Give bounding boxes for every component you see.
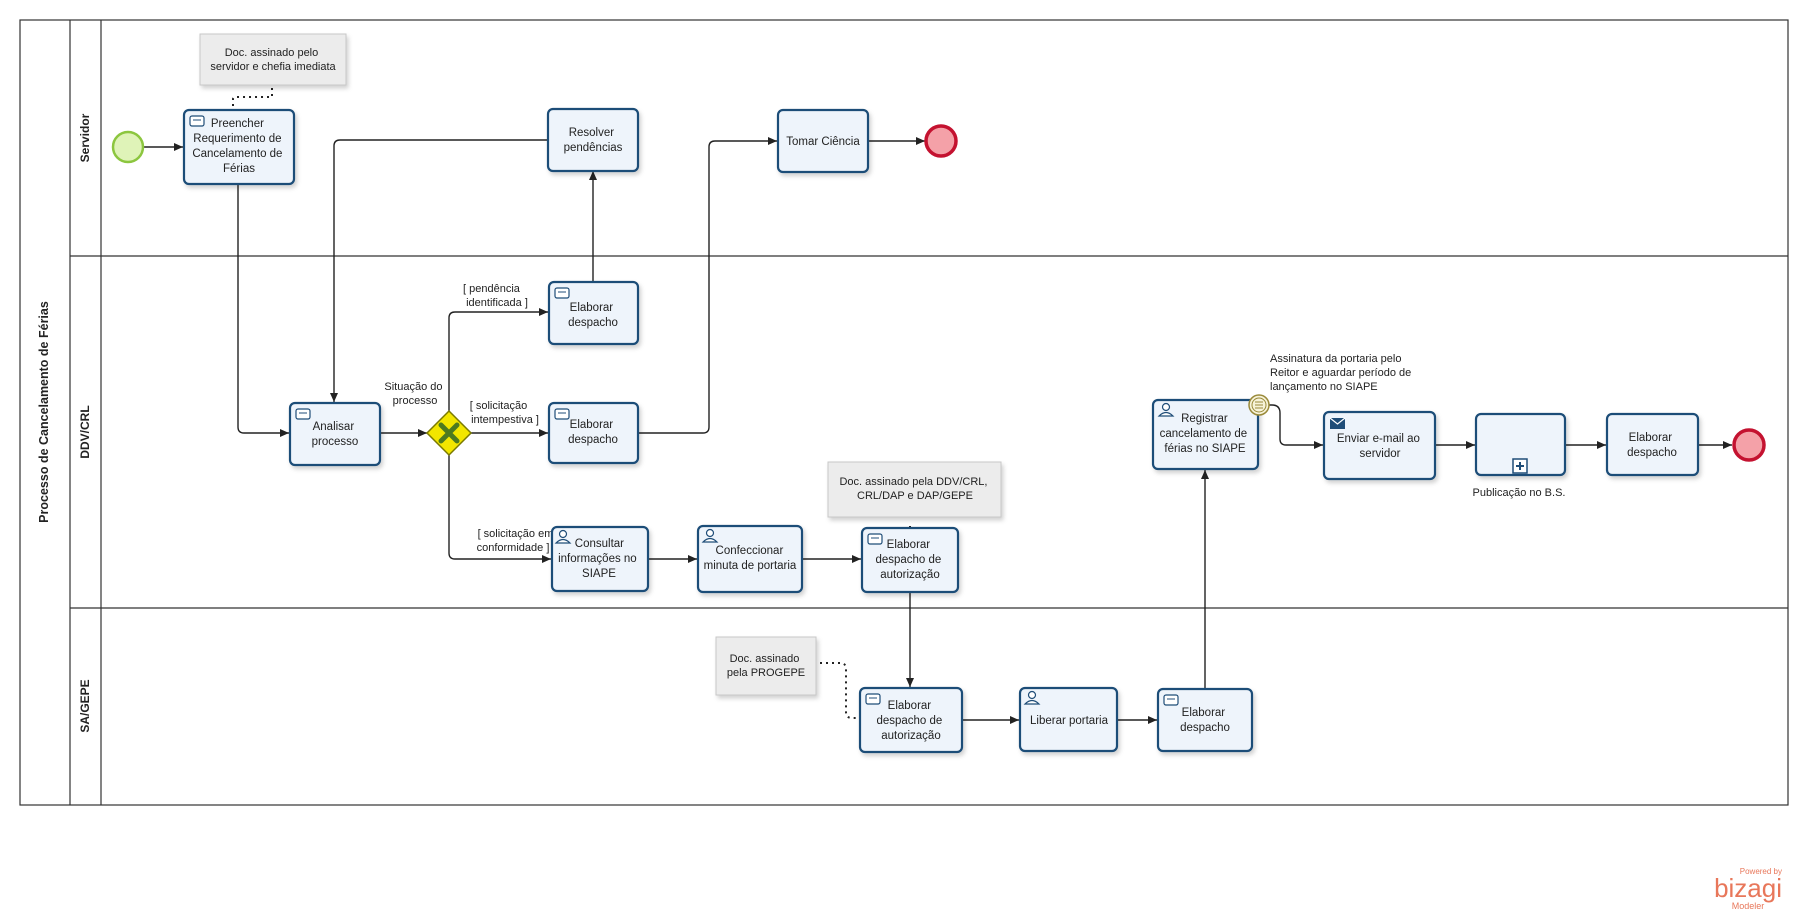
task-preencher[interactable]: Preencher Requerimento de Cancelamento d… bbox=[182, 108, 296, 186]
condition-pendencia: [ pendência identificada ] bbox=[463, 283, 528, 309]
svg-text:Modeler: Modeler bbox=[1732, 901, 1765, 911]
expand-plus-icon bbox=[1512, 458, 1528, 474]
flow-timer-enviar bbox=[1264, 404, 1323, 449]
lane-label-ddv: DDV/CRL bbox=[78, 405, 92, 458]
envelope-icon bbox=[1329, 417, 1346, 429]
user-task-icon bbox=[554, 529, 572, 544]
manual-task-icon bbox=[1163, 694, 1179, 706]
svg-text:Elaborar despacho de: Elaborar despacho de autorização bbox=[876, 700, 945, 742]
flow-gateway-elab1 bbox=[448, 308, 548, 411]
svg-text:Doc. assinado pela PROGE: Doc. assinado pela PROGEPE bbox=[727, 653, 805, 679]
flow-elab2-tomar bbox=[638, 137, 777, 434]
svg-text:Elaborar despacho: Elaborar despacho bbox=[1180, 707, 1230, 734]
svg-text:bizagi: bizagi bbox=[1714, 873, 1782, 903]
svg-text:Preencher Requerimento d: Preencher Requerimento de Cancelamento d… bbox=[192, 118, 285, 175]
condition-conformidade: [ solicitação em conformidade ] bbox=[477, 528, 557, 554]
gateway-label: Situação do processo bbox=[384, 381, 445, 407]
svg-text:Powered by: Powered by bbox=[1740, 867, 1782, 876]
start-event bbox=[111, 130, 145, 164]
annotation-doc-servidor: Doc. assinado pelo servidor e chefia ime… bbox=[199, 33, 347, 86]
manual-task-icon bbox=[554, 287, 570, 299]
svg-text:Enviar e-mail ao servido: Enviar e-mail ao servidor bbox=[1337, 433, 1423, 460]
flow-gateway-consultar bbox=[448, 455, 551, 563]
svg-text:Doc. assinado pela DDV/CRL,: Doc. assinado pela DDV/CRL, CRL/DAP e DA… bbox=[839, 476, 990, 502]
task-confeccionar[interactable]: Confeccionar minuta de portaria bbox=[696, 524, 804, 594]
subprocess-label: Publicação no B.S. bbox=[1473, 487, 1566, 499]
lane-label-sagepe: SA/GEPE bbox=[78, 679, 92, 732]
svg-text:Elaborar despacho: Elaborar despacho bbox=[568, 302, 618, 329]
svg-text:Liberar portaria: Liberar portaria bbox=[1030, 715, 1109, 727]
bizagi-logo: Powered by bizagi Modeler bbox=[1714, 867, 1782, 911]
association-ann1 bbox=[232, 85, 273, 112]
task-elaborar-despacho-1[interactable]: Elaborar despacho bbox=[547, 280, 640, 346]
task-analisar[interactable]: Analisar processo bbox=[288, 401, 382, 467]
pool-title: Processo de Cancelamento de Férias bbox=[37, 301, 51, 523]
timer-event-icon bbox=[1248, 394, 1270, 416]
lane-label-servidor: Servidor bbox=[78, 113, 92, 162]
manual-task-icon bbox=[865, 693, 881, 705]
sequence-flows bbox=[143, 137, 1732, 724]
svg-text:Analisar processo: Analisar processo bbox=[312, 421, 359, 448]
flow-preencher-analisar bbox=[237, 184, 289, 437]
annotation-doc-ddv: Doc. assinado pela DDV/CRL, CRL/DAP e DA… bbox=[827, 461, 1002, 518]
user-task-icon bbox=[701, 528, 719, 543]
svg-text:Tomar Ciência: Tomar Ciência bbox=[786, 136, 860, 148]
task-consultar[interactable]: Consultar informações no SIAPE bbox=[550, 525, 650, 593]
end-event-servidor bbox=[924, 124, 958, 158]
svg-text:Confeccionar minuta de p: Confeccionar minuta de portaria bbox=[704, 545, 797, 572]
flow-resolver-analisar bbox=[330, 139, 547, 402]
task-enviar[interactable]: Enviar e-mail ao servidor bbox=[1322, 410, 1437, 481]
end-event-ddv bbox=[1732, 428, 1766, 462]
task-elaborar-autorizacao-2[interactable]: Elaborar despacho de autorização bbox=[858, 686, 964, 754]
task-resolver[interactable]: Resolver pendências bbox=[546, 107, 640, 173]
task-elaborar-autorizacao-1[interactable]: Elaborar despacho de autorização bbox=[860, 526, 960, 594]
user-task-icon bbox=[1023, 690, 1041, 705]
user-task-icon bbox=[1157, 402, 1175, 417]
manual-task-icon bbox=[554, 408, 570, 420]
condition-intempestiva: [ solicitação intempestiva ] bbox=[470, 400, 539, 426]
svg-text:Registrar cancelamento d: Registrar cancelamento de férias no SIAP… bbox=[1160, 413, 1251, 455]
manual-task-icon bbox=[295, 408, 311, 420]
task-elaborar-despacho-4[interactable]: Elaborar despacho bbox=[1156, 687, 1254, 753]
annotation-doc-progepe: Doc. assinado pela PROGEPE bbox=[715, 636, 817, 696]
task-elaborar-despacho-2[interactable]: Elaborar despacho bbox=[547, 401, 640, 465]
task-tomar[interactable]: Tomar Ciência bbox=[776, 108, 870, 174]
events bbox=[111, 124, 1766, 462]
svg-text:Elaborar despacho: Elaborar despacho bbox=[1627, 432, 1677, 459]
task-registrar[interactable]: Registrar cancelamento de férias no SIAP… bbox=[1151, 398, 1260, 471]
svg-text:Doc. assinado pelo servi: Doc. assinado pelo servidor e chefia ime… bbox=[210, 47, 336, 73]
task-liberar[interactable]: Liberar portaria bbox=[1018, 686, 1119, 753]
svg-text:Elaborar despacho de: Elaborar despacho de autorização bbox=[875, 539, 944, 581]
association-ann3 bbox=[820, 662, 859, 719]
manual-task-icon bbox=[189, 115, 205, 127]
timer-note: Assinatura da portaria pelo Reitor e agu… bbox=[1270, 353, 1414, 393]
svg-text:Elaborar despacho: Elaborar despacho bbox=[568, 419, 618, 446]
svg-text:Resolver pendências: Resolver pendências bbox=[564, 127, 623, 154]
exclusive-gateway bbox=[425, 409, 473, 457]
manual-task-icon bbox=[867, 533, 883, 545]
svg-text:Consultar informações no: Consultar informações no SIAPE bbox=[558, 538, 640, 580]
task-elaborar-despacho-3[interactable]: Elaborar despacho bbox=[1605, 412, 1700, 477]
subprocess-publicacao[interactable] bbox=[1474, 412, 1567, 477]
